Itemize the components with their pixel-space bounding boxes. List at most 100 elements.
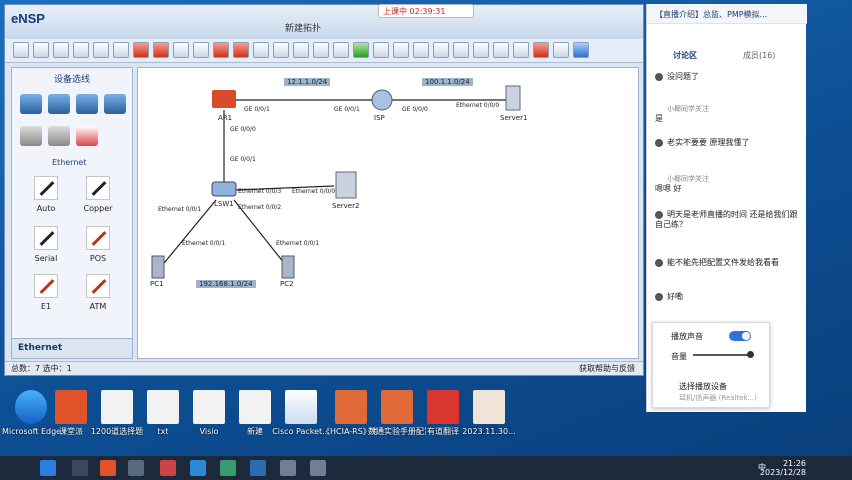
router-category-icon[interactable] — [20, 94, 42, 114]
topology-canvas[interactable]: 12.1.1.0/24 100.1.1.0/24 192.168.1.0/24 … — [137, 67, 639, 359]
link-lsw1-pc2[interactable] — [233, 199, 289, 269]
help-icon[interactable] — [573, 42, 589, 58]
topology-icon[interactable] — [413, 42, 429, 58]
server1-icon[interactable] — [505, 85, 521, 111]
switch-category-icon[interactable] — [48, 94, 70, 114]
port-label: GE 0/0/0 — [230, 126, 256, 133]
desktop-icon-youdao[interactable]: 有道翻译 — [414, 390, 472, 436]
settings-icon[interactable] — [513, 42, 529, 58]
ip-note[interactable]: 192.168.1.0/24 — [196, 280, 256, 288]
cable-copper[interactable]: Copper — [76, 176, 120, 213]
app-icon[interactable] — [220, 460, 236, 476]
fit-icon[interactable] — [333, 42, 349, 58]
toolbar — [5, 39, 643, 63]
desktop-icon-edge[interactable]: Microsoft Edge — [2, 390, 60, 436]
search-icon[interactable] — [72, 460, 88, 476]
zoom-in-icon[interactable] — [293, 42, 309, 58]
app-icon[interactable] — [160, 460, 176, 476]
desktop-icon-new[interactable]: 新建 — [226, 390, 284, 436]
device-select[interactable]: 耳机/扬声器 (Realtek...) — [679, 394, 757, 402]
desktop-icon-visio[interactable]: Visio — [180, 390, 238, 436]
file-icon — [147, 390, 179, 424]
palette-icon[interactable] — [273, 42, 289, 58]
cable-pos[interactable]: POS — [76, 226, 120, 263]
interface-icon[interactable] — [453, 42, 469, 58]
pc1-icon[interactable] — [151, 255, 165, 279]
zoom-out-icon[interactable] — [313, 42, 329, 58]
cloud-category-icon[interactable] — [48, 126, 70, 146]
tab-discussion[interactable]: 讨论区 — [673, 51, 697, 60]
delete-link-icon[interactable] — [233, 42, 249, 58]
move-icon[interactable] — [193, 42, 209, 58]
server2-icon[interactable] — [335, 171, 357, 199]
cable-serial[interactable]: Serial — [24, 226, 68, 263]
desktop-icon-classroom[interactable]: 课堂派 — [42, 390, 100, 436]
desktop-icon-pdf2[interactable]: 数通实验手册配置文件.pdf — [368, 390, 426, 436]
firewall-category-icon[interactable] — [104, 94, 126, 114]
chat-tabs: 讨论区 成员(16) — [647, 48, 807, 64]
ip-note[interactable]: 100.1.1.0/24 — [422, 78, 473, 86]
print-icon[interactable] — [113, 42, 129, 58]
select-icon[interactable] — [173, 42, 189, 58]
cable-atm[interactable]: ATM — [76, 274, 120, 311]
start-icon[interactable] — [40, 460, 56, 476]
app-icon[interactable] — [310, 460, 326, 476]
undo-icon[interactable] — [133, 42, 149, 58]
capture-icon[interactable] — [393, 42, 409, 58]
node-label-pc1: PC1 — [150, 280, 164, 288]
cable-e1[interactable]: E1 — [24, 274, 68, 311]
cable-auto[interactable]: Auto — [24, 176, 68, 213]
router-icon[interactable] — [212, 90, 236, 108]
desktop-icon-pdf1[interactable]: 《HCIA-RS》考试大纲.pdf — [322, 390, 380, 436]
app-icon[interactable] — [190, 460, 206, 476]
app-icon[interactable] — [280, 460, 296, 476]
desktop-icon-cisco[interactable]: Cisco Packet... — [272, 390, 330, 436]
recording-indicator[interactable]: 上课中 02:39:31 — [378, 4, 474, 18]
device-panel: 设备选线 Ethernet Auto Copper Serial POS E1 … — [11, 67, 133, 359]
sound-label: 播放声音 — [671, 332, 703, 341]
open-icon[interactable] — [53, 42, 69, 58]
link-lsw1-pc1[interactable] — [159, 199, 217, 269]
volume-slider[interactable] — [693, 354, 749, 356]
ime-indicator[interactable]: 中 — [758, 463, 766, 472]
volume-handle[interactable] — [747, 351, 754, 358]
desktop-icon-file[interactable]: 1200道选择题 — [88, 390, 146, 436]
import-icon[interactable] — [473, 42, 489, 58]
app-icon[interactable] — [250, 460, 266, 476]
stop-icon[interactable] — [373, 42, 389, 58]
clock[interactable]: 21:26 2023/12/28 — [759, 459, 806, 477]
link-lsw1-server2[interactable] — [233, 185, 335, 191]
live-header[interactable]: 【直播介绍】总监、PMP模拟... — [647, 4, 807, 24]
forum-icon[interactable] — [553, 42, 569, 58]
pc-category-icon[interactable] — [20, 126, 42, 146]
text-icon[interactable] — [253, 42, 269, 58]
app-icon[interactable] — [100, 460, 116, 476]
app-icon[interactable] — [128, 460, 144, 476]
export-icon[interactable] — [493, 42, 509, 58]
start-icon[interactable] — [353, 42, 369, 58]
device-panel-footer: Ethernet — [12, 338, 132, 358]
isp-router-icon[interactable] — [371, 89, 393, 111]
redo-icon[interactable] — [153, 42, 169, 58]
pc2-icon[interactable] — [281, 255, 295, 279]
cable-category-icon[interactable] — [76, 126, 98, 146]
port-label: Ethernet 0/0/0 — [292, 188, 336, 195]
desktop-icon-doc[interactable]: 2023.11.30... — [460, 390, 518, 436]
new-icon[interactable] — [13, 42, 29, 58]
ip-note[interactable]: 12.1.1.0/24 — [284, 78, 331, 86]
switch-icon[interactable] — [211, 181, 237, 197]
help-feedback-link[interactable]: 获取帮助与反馈 — [579, 364, 635, 373]
save-as-icon[interactable] — [93, 42, 109, 58]
wlan-category-icon[interactable] — [76, 94, 98, 114]
delete-icon[interactable] — [213, 42, 229, 58]
window-title: 新建拓扑 — [285, 24, 322, 34]
volume-label: 音量 — [671, 352, 687, 361]
huawei-icon[interactable] — [533, 42, 549, 58]
desktop-icon-txt[interactable]: txt — [134, 390, 192, 436]
save-icon[interactable] — [73, 42, 89, 58]
port-label: Ethernet 0/0/1 — [158, 206, 202, 213]
sound-toggle[interactable] — [729, 331, 751, 341]
tab-members[interactable]: 成员(16) — [743, 51, 776, 60]
console-icon[interactable] — [433, 42, 449, 58]
new-topology-icon[interactable] — [33, 42, 49, 58]
